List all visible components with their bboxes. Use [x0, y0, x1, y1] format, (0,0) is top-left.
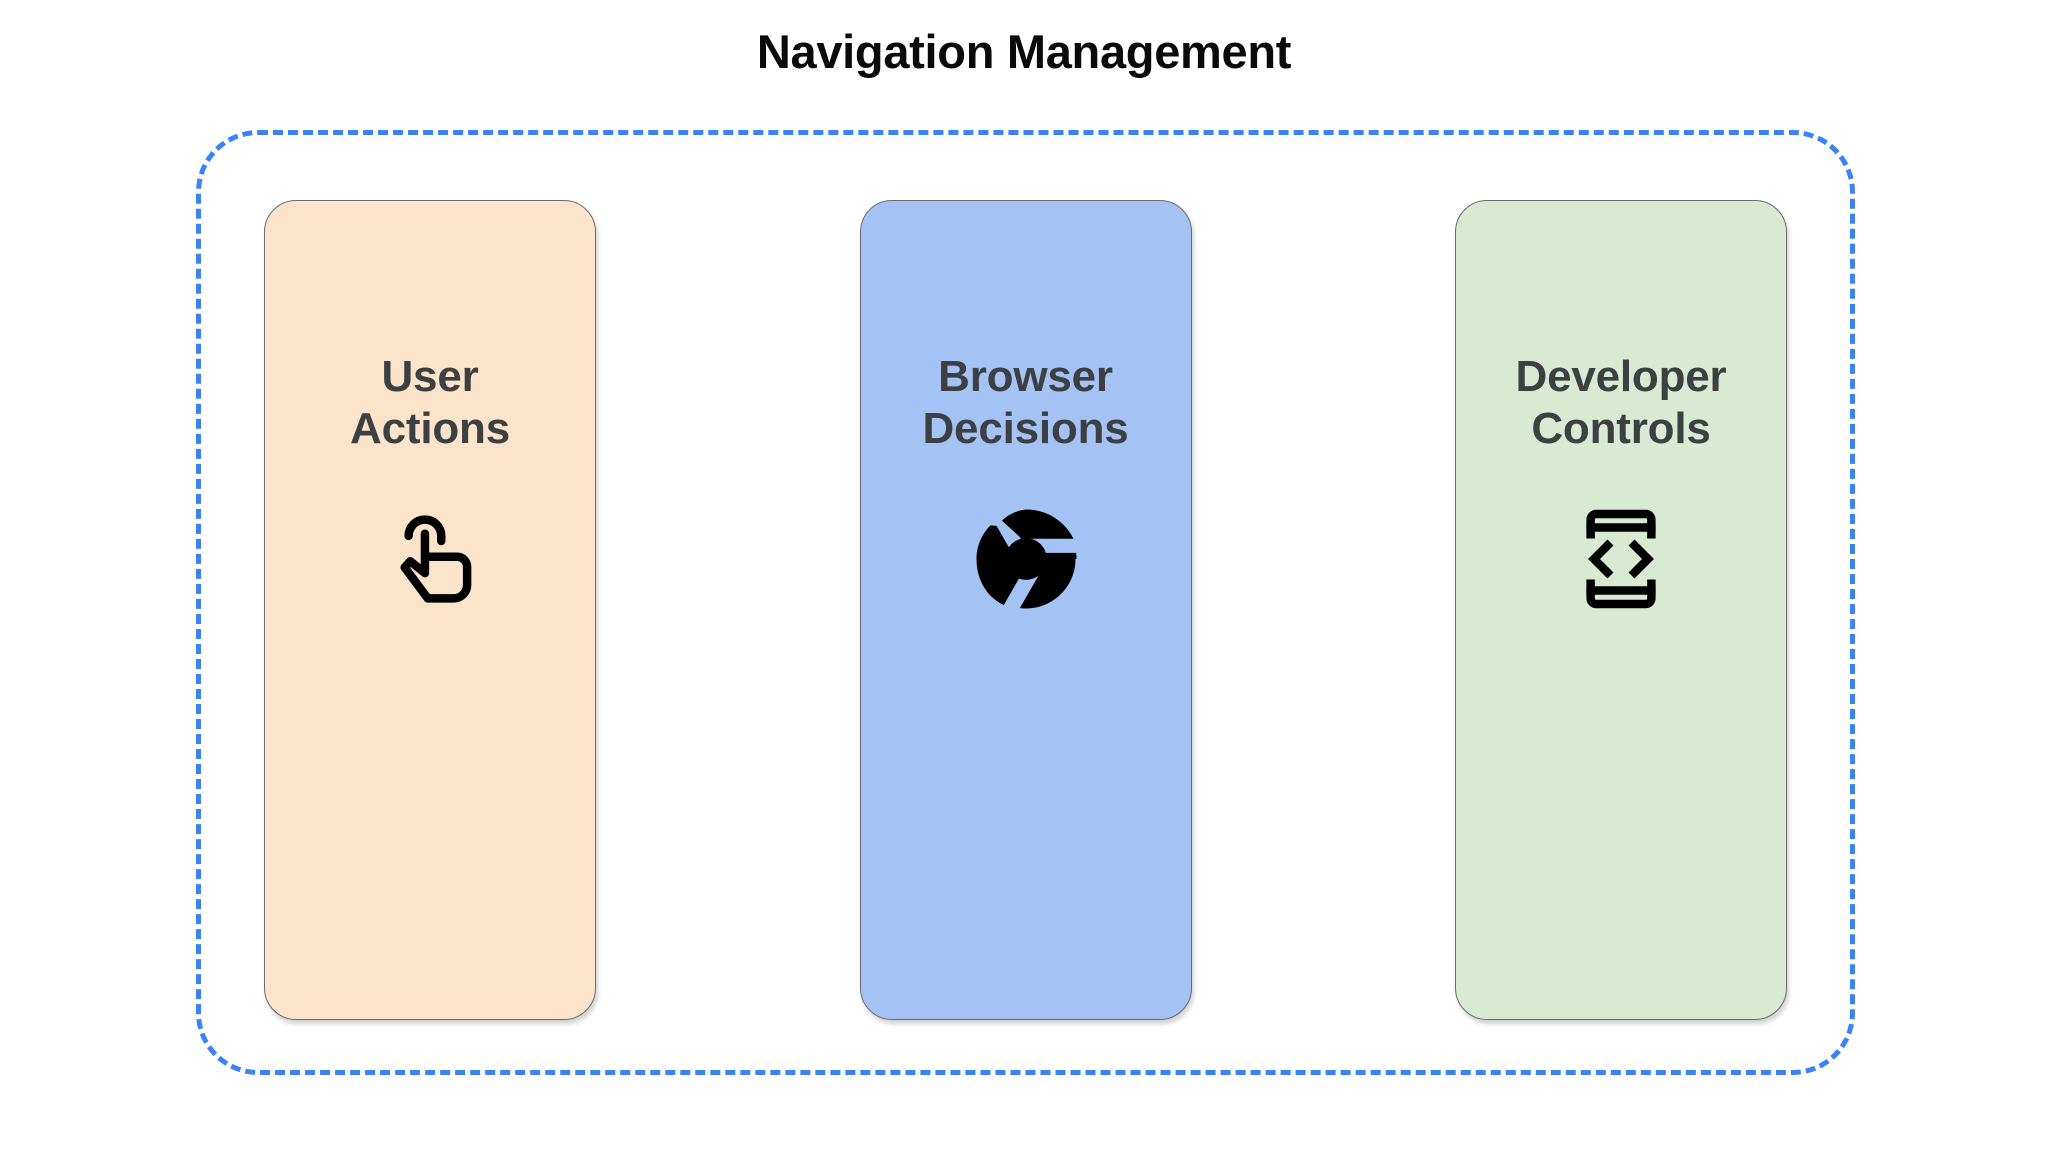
card-label-line1: Browser: [938, 352, 1113, 401]
card-label-developer-controls: Developer Controls: [1456, 351, 1786, 455]
touch-app-icon: [376, 505, 484, 613]
card-developer-controls[interactable]: Developer Controls: [1455, 200, 1787, 1020]
card-label-line2: Actions: [350, 403, 510, 453]
card-browser-decisions[interactable]: Browser Decisions: [859, 200, 1192, 1020]
grouping-container: [196, 130, 1855, 1075]
chrome-icon: [972, 505, 1080, 613]
card-user-actions[interactable]: User Actions: [264, 200, 596, 1020]
card-label-line1: Developer: [1515, 352, 1727, 401]
card-label-line2: Controls: [1531, 403, 1711, 453]
card-label-line2: Decisions: [922, 403, 1129, 453]
card-row: User Actions Browser Decisions: [196, 200, 1855, 1020]
developer-mode-icon: [1567, 505, 1675, 613]
card-label-line1: User: [381, 352, 479, 401]
card-label-browser-decisions: Browser Decisions: [861, 351, 1191, 455]
card-label-user-actions: User Actions: [265, 351, 595, 455]
page-title: Navigation Management: [756, 25, 1292, 78]
